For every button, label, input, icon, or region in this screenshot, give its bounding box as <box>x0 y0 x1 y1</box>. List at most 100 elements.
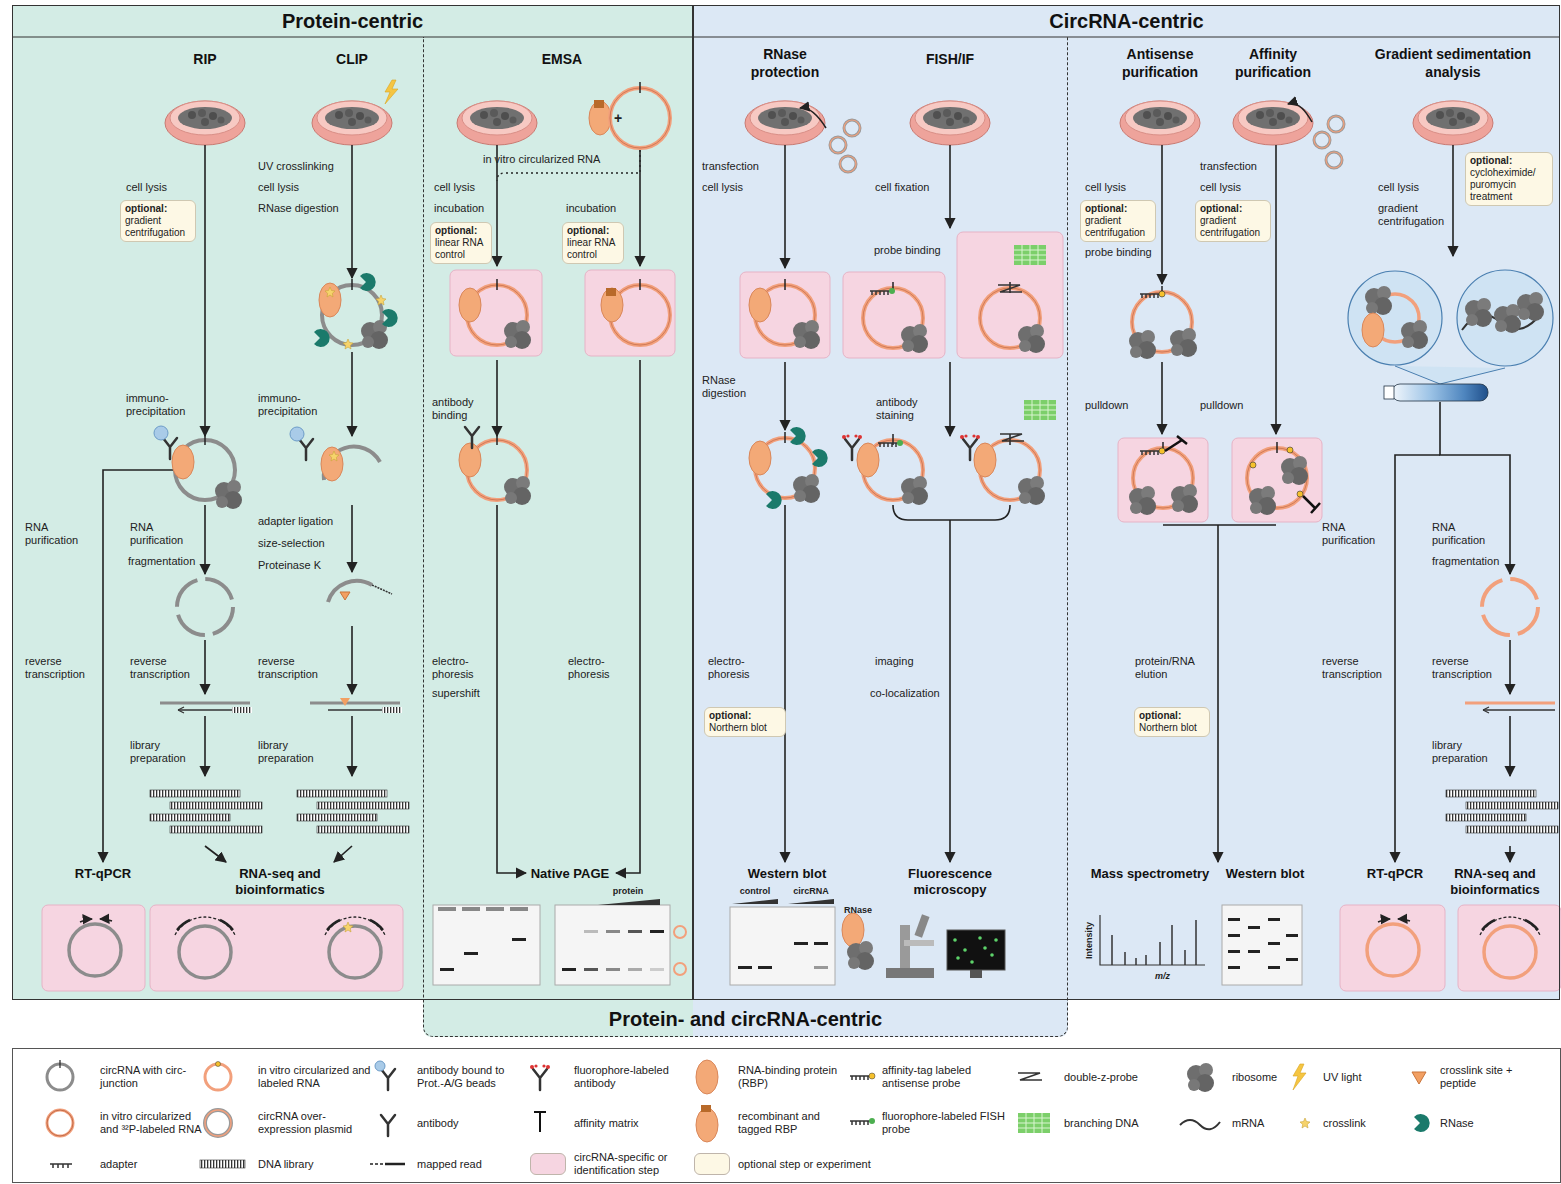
legend-text: mapped read <box>417 1158 482 1171</box>
legend-text: double-z-probe <box>1064 1071 1138 1084</box>
step-label: reverse transcription <box>258 655 326 681</box>
gel-label: RNase <box>844 905 872 916</box>
legend-text: in vitro circularized and ³²P-labeled RN… <box>100 1110 210 1136</box>
gel-label: protein <box>613 886 644 897</box>
step-label: RNase digestion <box>258 202 339 215</box>
legend-text: adapter <box>100 1158 137 1171</box>
column-heading: EMSA <box>542 50 582 68</box>
step-label: electro- phoresis <box>568 655 623 681</box>
legend-text: crosslink <box>1323 1117 1366 1130</box>
optional-text: gradient centrifugation <box>1085 215 1151 239</box>
step-label: protein/RNA elution <box>1135 655 1205 681</box>
legend-text: optional step or experiment <box>738 1158 871 1171</box>
step-label: supershift <box>432 687 480 700</box>
step-label: cell fixation <box>875 181 929 194</box>
readout-label: RNA-seq and bioinformatics <box>1437 866 1553 898</box>
section-heading: Protein- and circRNA-centric <box>424 1007 1067 1031</box>
optional-text: Northern blot <box>1139 722 1205 734</box>
step-label: cell lysis <box>434 181 475 194</box>
step-label: probe binding <box>1085 246 1152 259</box>
legend-text: fluorophore-labeled antibody <box>574 1064 669 1090</box>
legend-text: RNase <box>1440 1117 1474 1130</box>
readout-label: Mass spectrometry <box>1091 866 1210 882</box>
readout-label: Fluorescence microscopy <box>885 866 1015 898</box>
optional-box: optional:Northern blot <box>704 707 786 737</box>
optional-box: optional:linear RNA control <box>562 222 624 264</box>
readout-label: RNA-seq and bioinformatics <box>215 866 345 898</box>
optional-box: optional:linear RNA control <box>430 222 492 264</box>
step-label: gradient centrifugation <box>1378 202 1448 228</box>
optional-tag: optional: <box>709 710 781 722</box>
legend-text: UV light <box>1323 1071 1362 1084</box>
step-label: incubation <box>566 202 616 215</box>
optional-tag: optional: <box>1139 710 1205 722</box>
step-label: probe binding <box>874 244 941 257</box>
legend-text: ribosome <box>1232 1071 1277 1084</box>
step-label: pulldown <box>1085 399 1128 412</box>
step-label: electro- phoresis <box>432 655 487 681</box>
optional-text: gradient centrifugation <box>125 215 191 239</box>
step-label: fragmentation <box>128 555 195 568</box>
step-label: cell lysis <box>1200 181 1241 194</box>
legend-text: recombinant and tagged RBP <box>738 1110 838 1136</box>
column-heading: Gradient sedimentation analysis <box>1371 45 1536 81</box>
readout-label: Native PAGE <box>531 866 610 882</box>
optional-box: optional:gradient centrifugation <box>120 200 196 242</box>
legend-text: RNA-binding protein (RBP) <box>738 1064 838 1090</box>
legend-text: mRNA <box>1232 1117 1264 1130</box>
optional-tag: optional: <box>1085 203 1151 215</box>
optional-box: optional:cycloheximide/ puromycin treatm… <box>1465 152 1553 206</box>
optional-text: Northern blot <box>709 722 781 734</box>
step-label: antibody staining <box>876 396 931 422</box>
step-label: library preparation <box>130 739 198 765</box>
section-heading: Protein-centric <box>13 6 692 37</box>
optional-text: cycloheximide/ puromycin treatment <box>1470 167 1548 203</box>
step-label: imaging <box>875 655 914 668</box>
step-label: cell lysis <box>126 181 167 194</box>
step-label: antibody binding <box>432 396 487 422</box>
legend-text: DNA library <box>258 1158 314 1171</box>
legend-text: affinity-tag labeled antisense probe <box>882 1064 1007 1090</box>
readout-label: RT-qPCR <box>75 866 131 882</box>
step-label: library preparation <box>1432 739 1498 765</box>
optional-tag: optional: <box>1470 155 1548 167</box>
optional-text: linear RNA control <box>435 237 487 261</box>
optional-text: gradient centrifugation <box>1200 215 1266 239</box>
legend-text: crosslink site + peptide <box>1440 1064 1540 1090</box>
optional-tag: optional: <box>567 225 619 237</box>
step-label: RNA purification <box>25 521 87 547</box>
step-label: in vitro circularized RNA <box>483 153 600 166</box>
optional-tag: optional: <box>1200 203 1266 215</box>
optional-tag: optional: <box>125 203 191 215</box>
legend-text: circRNA with circ-junction <box>100 1064 210 1090</box>
step-label: reverse transcription <box>130 655 198 681</box>
step-label: adapter ligation <box>258 515 333 528</box>
gel-label: circRNA <box>793 886 829 897</box>
section-panel: CircRNA-centricoptional:Northern blotopt… <box>693 5 1560 1000</box>
step-label: transfection <box>1200 160 1257 173</box>
optional-text: linear RNA control <box>567 237 619 261</box>
step-label: cell lysis <box>258 181 299 194</box>
step-label: incubation <box>434 202 484 215</box>
legend-text: fluorophore-labeled FISH probe <box>882 1110 1007 1136</box>
step-label: cell lysis <box>1085 181 1126 194</box>
step-label: size-selection <box>258 537 325 550</box>
step-label: Proteinase K <box>258 559 321 572</box>
legend-text: circRNA-specific or identification step <box>574 1151 709 1177</box>
readout-label: Western blot <box>748 866 827 882</box>
readout-label: RT-qPCR <box>1367 866 1423 882</box>
optional-box: optional:gradient centrifugation <box>1195 200 1271 242</box>
legend-text: branching DNA <box>1064 1117 1139 1130</box>
step-label: library preparation <box>258 739 326 765</box>
step-label: pulldown <box>1200 399 1243 412</box>
step-label: immuno- precipitation <box>126 392 201 418</box>
optional-box: optional:Northern blot <box>1134 707 1210 737</box>
legend-swatch <box>694 1153 730 1175</box>
step-label: RNA purification <box>130 521 192 547</box>
optional-box: optional:gradient centrifugation <box>1080 200 1156 242</box>
gel-label: control <box>740 886 771 897</box>
column-heading: FISH/IF <box>926 50 974 68</box>
legend-text: affinity matrix <box>574 1117 639 1130</box>
